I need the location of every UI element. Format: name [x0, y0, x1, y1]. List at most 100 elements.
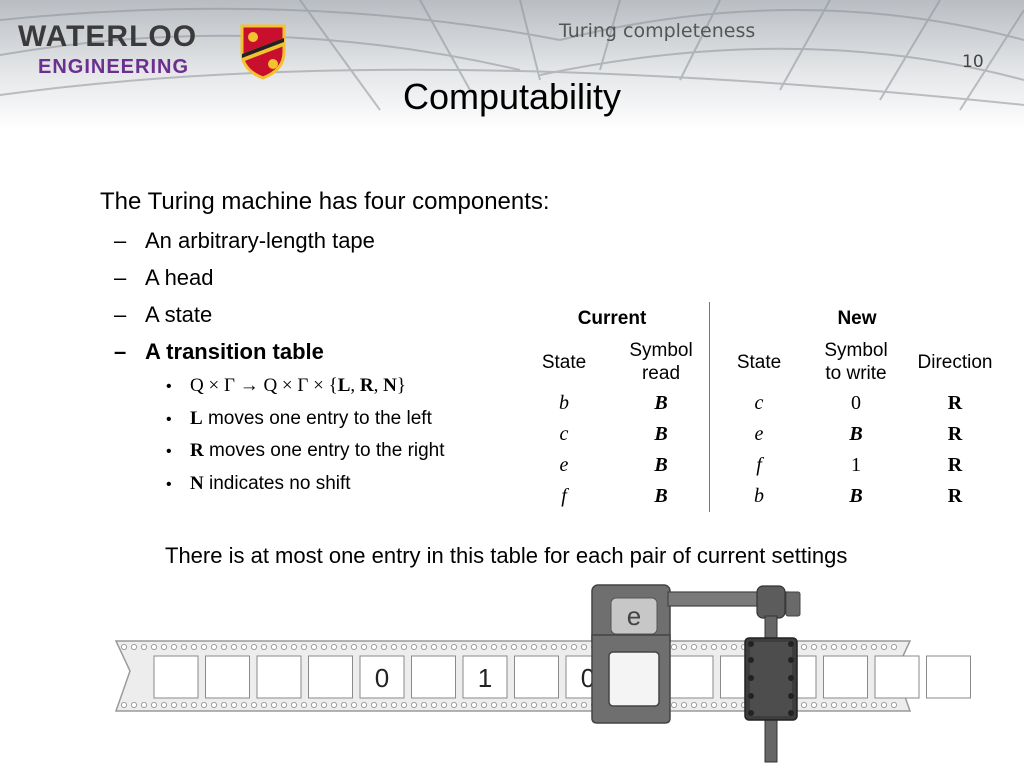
tape-sprocket-hole — [821, 644, 828, 651]
tape-sprocket-hole — [150, 702, 157, 709]
tape-cell — [308, 655, 353, 699]
table-cell-dir: R — [947, 392, 963, 414]
tape-sprocket-hole — [490, 702, 497, 709]
tape-sprocket-hole — [861, 702, 868, 709]
table-cell-state: e — [559, 454, 569, 476]
tape-sprocket-hole — [470, 644, 477, 651]
tape-sprocket-hole — [160, 644, 167, 651]
tape-sprocket-hole — [480, 702, 487, 709]
component-label: A state — [145, 302, 213, 327]
tape-cell — [153, 655, 199, 699]
tape-sprocket-hole — [440, 644, 447, 651]
component-label: An arbitrary-length tape — [145, 228, 375, 253]
tape-sprocket-hole — [671, 702, 678, 709]
table-header-direction: Direction — [917, 352, 993, 373]
tape-sprocket-hole — [160, 702, 167, 709]
table-cell-dir: R — [947, 423, 963, 445]
tape-sprocket-hole — [200, 702, 207, 709]
tape-sprocket-hole — [400, 644, 407, 651]
tape-sprocket-hole — [460, 644, 467, 651]
tape-cell — [668, 655, 714, 699]
component-item: –A head — [114, 265, 214, 290]
table-cell-read: B — [654, 485, 668, 507]
tape-sprocket-hole — [861, 644, 868, 651]
tape-sprocket-hole — [310, 702, 317, 709]
tape-sprocket-hole — [721, 644, 728, 651]
table-cell-write: 1 — [851, 454, 861, 476]
table-header-state: State — [541, 352, 587, 373]
tape-sprocket-hole — [671, 644, 678, 651]
tape-sprocket-hole — [490, 644, 497, 651]
tape-sprocket-hole — [121, 702, 128, 709]
tape-sprocket-hole — [470, 702, 477, 709]
sub-item-none: •N indicates no shift — [166, 473, 351, 494]
slide-number: 10 — [962, 52, 984, 72]
tape-sprocket-hole — [731, 702, 738, 709]
tape-sprocket-hole — [581, 644, 588, 651]
component-label: A transition table — [145, 339, 324, 364]
tape-sprocket-hole — [270, 702, 277, 709]
tape-sprocket-hole — [240, 644, 247, 651]
table-cell-read: B — [654, 392, 668, 414]
component-label: A head — [145, 265, 214, 290]
intro-text: The Turing machine has four components: — [100, 188, 550, 215]
tape-sprocket-hole — [871, 644, 878, 651]
table-cell-write: 0 — [851, 392, 861, 414]
table-cell-new-state: f — [756, 454, 762, 476]
table-cell-write: B — [849, 485, 863, 507]
tape-sprocket-hole — [140, 644, 147, 651]
tape-sprocket-hole — [300, 644, 307, 651]
tape-sprocket-hole — [871, 702, 878, 709]
tape-sprocket-hole — [320, 644, 327, 651]
tape-sprocket-hole — [330, 644, 337, 651]
tape-sprocket-hole — [811, 702, 818, 709]
tape-sprocket-hole — [531, 644, 538, 651]
tape-sprocket-hole — [330, 702, 337, 709]
table-cell-read: B — [654, 423, 668, 445]
tape-sprocket-hole — [420, 702, 427, 709]
tape-sprocket-hole — [170, 644, 177, 651]
tape-sprocket-hole — [691, 644, 698, 651]
tape-sprocket-hole — [360, 702, 367, 709]
tape-sprocket-hole — [731, 644, 738, 651]
tape-sprocket-hole — [430, 644, 437, 651]
tape-sprocket-hole — [801, 644, 808, 651]
tape-sprocket-hole — [190, 644, 197, 651]
tape-sprocket-hole — [541, 702, 548, 709]
table-cell-new-state: c — [754, 392, 764, 414]
tape-sprocket-hole — [360, 644, 367, 651]
tape-cell — [514, 655, 559, 699]
tape-sprocket-hole — [300, 702, 307, 709]
table-cell-write: B — [849, 423, 863, 445]
tape-sprocket-hole — [841, 702, 848, 709]
tape-sprocket-hole — [310, 644, 317, 651]
tape-sprocket-hole — [571, 644, 578, 651]
tape-sprocket-hole — [340, 644, 347, 651]
tape-sprocket-hole — [711, 702, 718, 709]
tape-sprocket-hole — [891, 644, 898, 651]
tape-cell — [462, 655, 508, 699]
tape-sprocket-hole — [701, 644, 708, 651]
tape-sprocket-hole — [350, 644, 357, 651]
tape-sprocket-hole — [121, 644, 128, 651]
tape-sprocket-hole — [250, 644, 257, 651]
table-cell-dir: R — [947, 454, 963, 476]
transition-signature: •Q × Γ → Q × Γ × {L, R, N} — [166, 375, 406, 396]
tape-sprocket-hole — [460, 702, 467, 709]
tape-sprocket-hole — [510, 702, 517, 709]
tape-sprocket-hole — [290, 644, 297, 651]
tape-sprocket-hole — [390, 702, 397, 709]
tape-sprocket-hole — [841, 644, 848, 651]
tape-cell — [823, 655, 868, 699]
tape-sprocket-hole — [220, 702, 227, 709]
tape-sprocket-hole — [400, 702, 407, 709]
tape-sprocket-hole — [531, 702, 538, 709]
tape-sprocket-hole — [130, 644, 137, 651]
tape-roller — [667, 585, 801, 763]
table-divider — [709, 302, 710, 512]
tape-sprocket-hole — [500, 702, 507, 709]
footnote: There is at most one entry in this table… — [165, 543, 848, 568]
tape-sprocket-hole — [230, 702, 237, 709]
slide-topic: Turing completeness — [559, 20, 756, 42]
